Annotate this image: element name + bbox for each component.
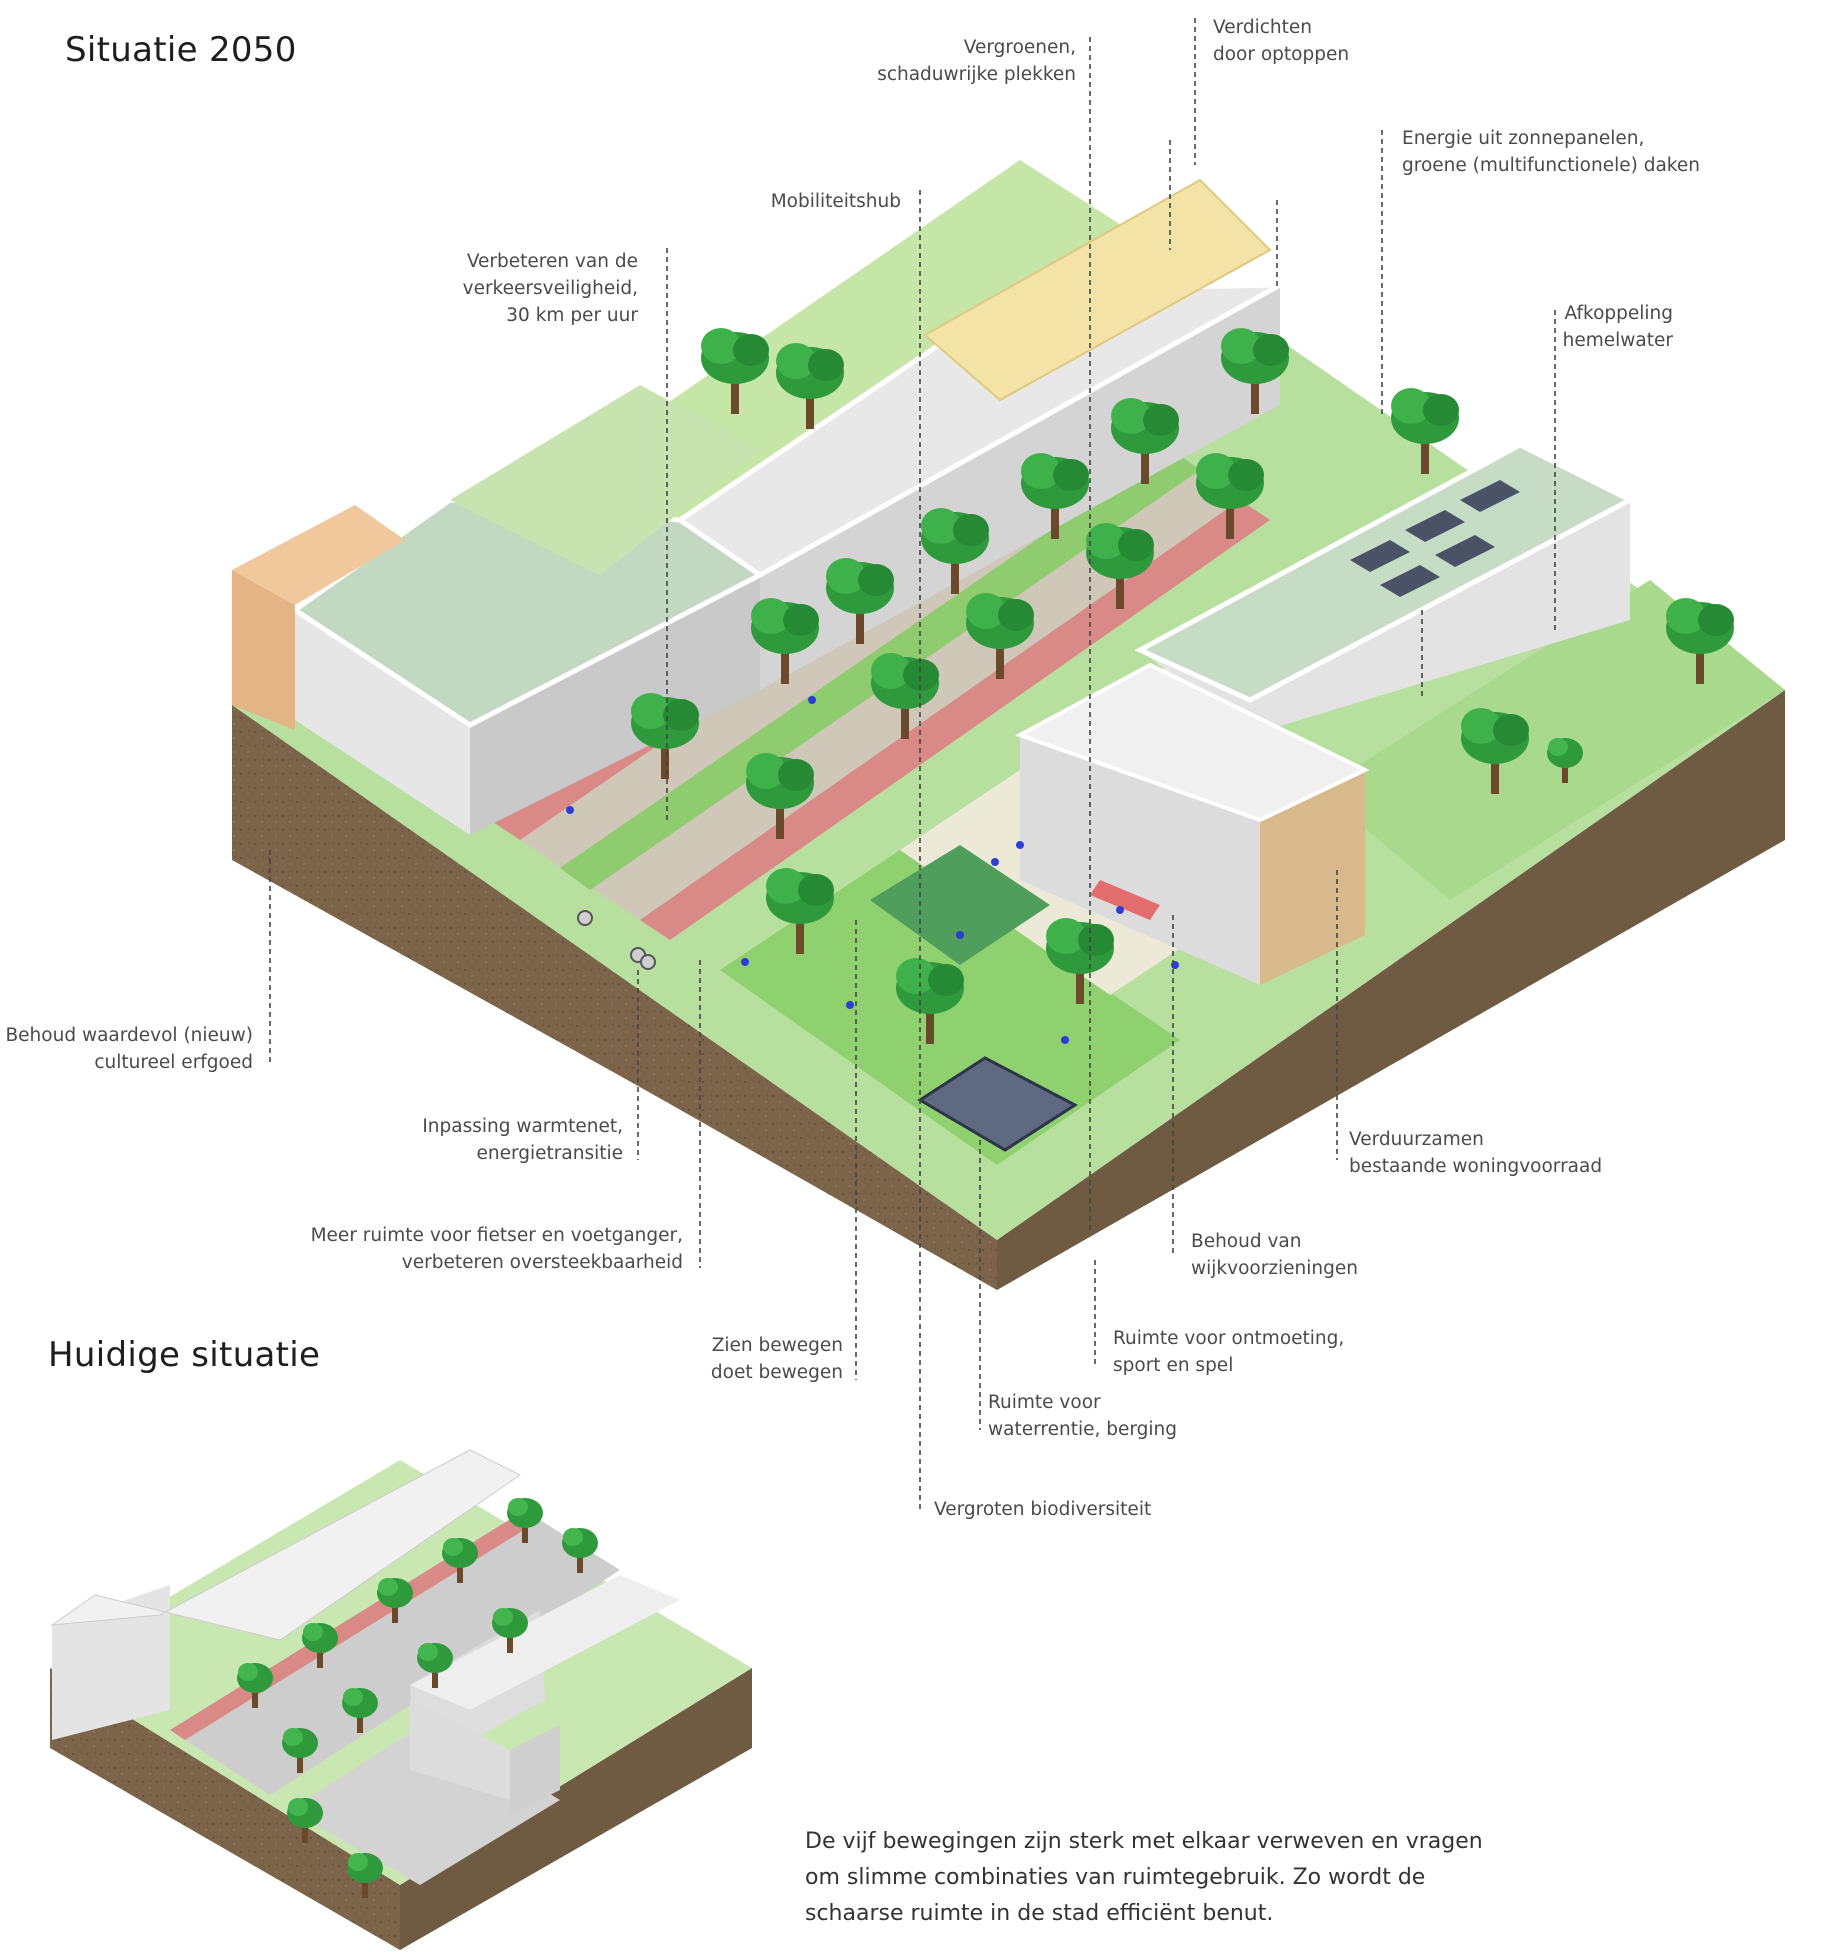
awning [1090,880,1160,920]
soil-left-face [232,705,997,1290]
label-cyclist-space: Meer ruimte voor fietser en voetganger,v… [310,1225,683,1273]
label-greening: Vergroenen,schaduwrijke plekken [877,37,1076,85]
caption-text: De vijf bewegingen zijn sterk met elkaar… [805,1829,1483,1926]
current-left-roof [50,1449,521,1641]
right-building-roof [1134,442,1636,703]
water-basin [917,1056,1078,1152]
leader-lines [269,18,1556,1510]
label-meeting-space: Ruimte voor ontmoeting,sport en spel [1113,1328,1345,1376]
heading-current-situation: Huidige situatie [48,1335,321,1375]
current-soil-left [50,1668,400,1950]
left-building-front [295,610,470,835]
soil-right-face [997,690,1785,1290]
left-building-side [470,575,760,835]
heritage-building [232,570,295,730]
current-situation-block [50,1449,752,1950]
label-heritage: Behoud waardevol (nieuw)cultureel erfgoe… [5,1025,253,1073]
sport-field [870,845,1050,965]
rear-greenroof [450,385,760,575]
bike-lane-2 [640,500,1270,940]
current-left-building [52,1585,170,1740]
solar-panels [1350,480,1520,597]
label-heat-network: Inpassing warmtenet,energietransitie [422,1116,623,1164]
front-building-front [1020,735,1260,985]
current-right-roof [410,1575,680,1710]
optop-roof [923,178,1272,402]
pipes [577,910,656,970]
heritage-roof [232,505,405,605]
heading-situation-2050: Situatie 2050 [65,30,297,70]
main-block [232,160,1785,1290]
label-mobility-hub: Mobiliteitshub [770,191,901,212]
current-front-building [410,1700,510,1800]
current-road [185,1520,620,1795]
current-soil-right [400,1668,752,1950]
current-front-facade [510,1725,560,1815]
front-building-facade [1260,770,1365,985]
front-building-roof [1015,662,1370,823]
label-energy: Energie uit zonnepanelen,groene (multifu… [1402,128,1700,176]
people [566,696,1179,1044]
label-biodiversity: Vergroten biodiversiteit [934,1499,1152,1520]
rear-building-roof [675,282,1282,578]
